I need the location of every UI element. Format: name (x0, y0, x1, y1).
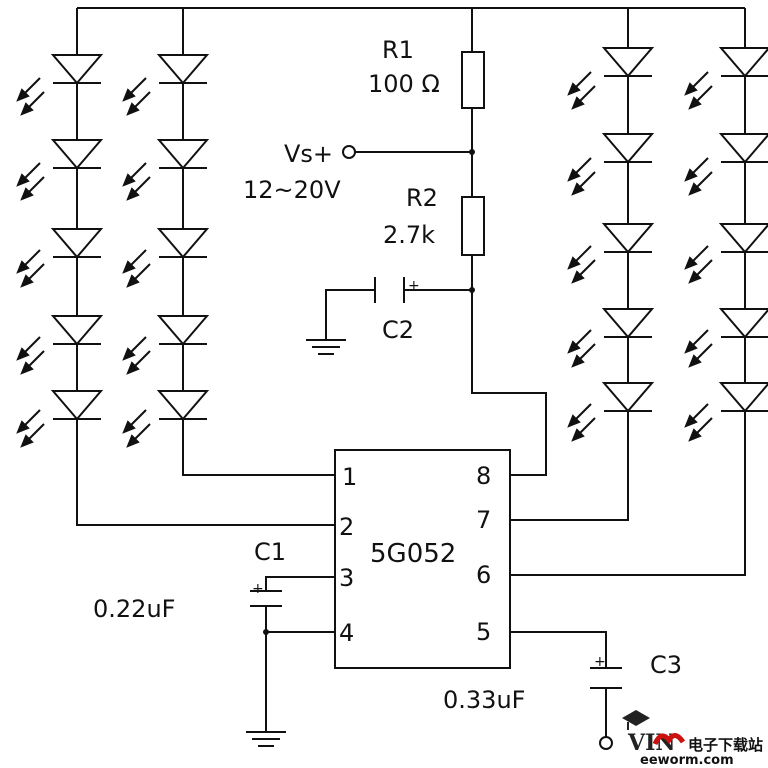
ic-pin-7: 7 (476, 506, 491, 534)
resistor-r2 (461, 196, 485, 256)
led-emission-arrows (16, 71, 713, 448)
led-string-left-inner (156, 8, 335, 476)
r1-ref-label: R1 (382, 36, 414, 64)
ic-pin-5: 5 (476, 618, 491, 646)
led (50, 315, 104, 346)
svg-text:+: + (252, 581, 264, 597)
capacitor-c2: + (325, 277, 472, 340)
capacitor-c1: + (250, 576, 335, 732)
watermark-logo-icon: VIN (622, 710, 686, 756)
led (156, 315, 210, 346)
c1-value-label: 0.22uF (93, 595, 175, 623)
svg-text:+: + (594, 654, 606, 670)
led (601, 223, 655, 254)
led (601, 47, 655, 78)
ground-c2 (306, 339, 346, 355)
r2-value-label: 2.7k (383, 221, 435, 249)
led (50, 139, 104, 170)
vs-range-label: 12~20V (243, 176, 341, 204)
led-string-right-inner (510, 8, 655, 521)
capacitor-c3: + (510, 631, 622, 750)
led (50, 390, 104, 421)
led (50, 54, 104, 85)
c3-value-label: 0.33uF (443, 686, 525, 714)
r1-value-label: 100 Ω (368, 70, 440, 98)
led-string-right-outer (510, 8, 768, 576)
ic-pin-6: 6 (476, 561, 491, 589)
led (718, 47, 768, 78)
ground-c1 (246, 731, 286, 747)
watermark-url: eeworm.com (640, 753, 734, 768)
ic-pin-4: 4 (339, 619, 354, 647)
c2-ref-label: C2 (382, 316, 414, 344)
ic-pin-1: 1 (342, 463, 357, 491)
led (718, 308, 768, 339)
led (156, 54, 210, 85)
svg-text:VIN: VIN (627, 730, 675, 756)
led (718, 133, 768, 164)
resistor-network (461, 8, 547, 476)
ic-pin-3: 3 (339, 564, 354, 592)
led (156, 139, 210, 170)
c1-ref-label: C1 (254, 538, 286, 566)
led (156, 228, 210, 259)
ic-pin-2: 2 (339, 513, 354, 541)
led (601, 133, 655, 164)
svg-text:+: + (408, 278, 420, 294)
led (156, 390, 210, 421)
vs-terminal (342, 145, 472, 159)
ic-pin-8: 8 (476, 462, 491, 490)
vs-label: Vs+ (284, 140, 333, 168)
led (601, 308, 655, 339)
led (718, 223, 768, 254)
led (50, 228, 104, 259)
r2-ref-label: R2 (406, 184, 438, 212)
resistor-r1 (461, 51, 485, 109)
ic-5g052 (334, 449, 511, 669)
c3-ref-label: C3 (650, 651, 682, 679)
led-string-left-outer (50, 8, 335, 526)
led (718, 382, 768, 413)
watermark-brand: 电子下载站 (688, 736, 764, 754)
led (601, 382, 655, 413)
ic-part-label: 5G052 (370, 539, 456, 569)
